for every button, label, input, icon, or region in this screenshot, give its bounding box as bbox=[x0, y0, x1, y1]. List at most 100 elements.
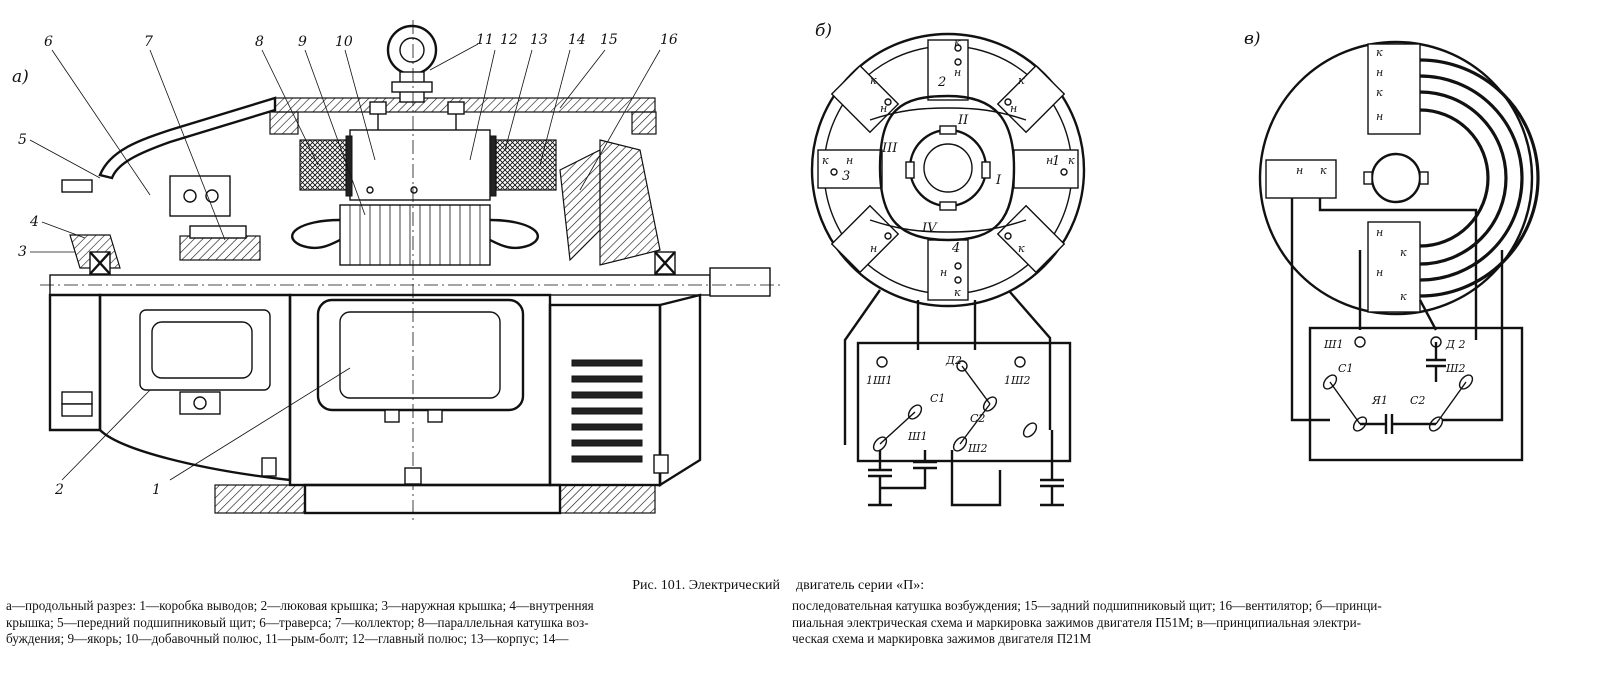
svg-text:н: н bbox=[1046, 154, 1053, 167]
svg-text:к: к bbox=[954, 36, 961, 49]
svg-text:С2: С2 bbox=[1410, 394, 1425, 407]
terminal-box-bolt-2 bbox=[427, 409, 443, 423]
main-pole bbox=[349, 129, 491, 201]
svg-text:IV: IV bbox=[921, 221, 938, 236]
svg-text:к: к bbox=[1018, 74, 1025, 87]
v-capacitor-ya1 bbox=[1360, 414, 1436, 434]
terminal-box-inner bbox=[339, 311, 501, 399]
svg-text:н: н bbox=[870, 242, 877, 255]
svg-text:III: III bbox=[881, 141, 898, 156]
v-frame bbox=[1258, 40, 1534, 316]
winding-end-right bbox=[489, 218, 539, 250]
svg-text:к: к bbox=[1400, 290, 1407, 303]
svg-text:к: к bbox=[954, 286, 961, 299]
callout-15: 15 bbox=[600, 32, 618, 48]
v-lead-4 bbox=[1418, 299, 1438, 331]
armature-laminations bbox=[349, 205, 481, 265]
v-capacitor-d2 bbox=[1426, 342, 1446, 382]
svg-text:Д2: Д2 bbox=[945, 354, 962, 367]
pole-shoe-left bbox=[345, 135, 353, 197]
b-pole-numbers: 1 2 3 4 bbox=[842, 75, 1060, 256]
rear-end-cover bbox=[658, 293, 702, 488]
caption-left-line-1: а—продольный разрез: 1—коробка выводов; … bbox=[6, 598, 594, 613]
caption-right-line-1: последовательная катушка возбуждения; 15… bbox=[792, 598, 1382, 613]
svg-text:2: 2 bbox=[937, 75, 946, 90]
eye-bolt-nut bbox=[391, 81, 433, 93]
traverse bbox=[169, 175, 231, 217]
svg-text:4: 4 bbox=[951, 241, 960, 256]
fan bbox=[559, 149, 601, 262]
b-coil-terminals bbox=[830, 44, 1068, 284]
b-terminal-box bbox=[856, 341, 1072, 463]
svg-text:н: н bbox=[954, 66, 961, 79]
v-lead-2 bbox=[1318, 198, 1478, 340]
svg-text:1Ш2: 1Ш2 bbox=[1004, 374, 1031, 387]
b-lead-1 bbox=[843, 289, 881, 445]
b-interconnect-ring bbox=[878, 94, 1016, 242]
foot-right bbox=[559, 484, 656, 514]
base-plate bbox=[303, 483, 562, 515]
housing-top bbox=[274, 97, 656, 113]
motor-figure: а) bbox=[12, 20, 1540, 520]
bearing-front-cross bbox=[89, 251, 111, 275]
b-rotor-key-bottom bbox=[939, 201, 957, 211]
v-rotor-key-right bbox=[1419, 171, 1429, 185]
callout-1: 1 bbox=[152, 482, 161, 498]
rear-bearing-shield bbox=[599, 139, 661, 266]
hatch-cover bbox=[98, 293, 292, 482]
v-lead-5 bbox=[1440, 250, 1504, 422]
terminal-box bbox=[316, 298, 525, 412]
v-pole-left bbox=[1265, 159, 1337, 199]
hatch-cover-handle bbox=[179, 391, 221, 415]
traverse-bolt-1 bbox=[183, 189, 197, 203]
panel-a-section: а) bbox=[12, 20, 780, 520]
housing-left-flange bbox=[269, 111, 299, 135]
svg-text:н: н bbox=[1376, 226, 1383, 239]
b-ground-wire bbox=[950, 450, 1002, 507]
v-terminal-labels: Ш1 Д 2 С1 Ш2 Я1 С2 bbox=[1323, 338, 1466, 407]
terminal-box-bolt-1 bbox=[384, 409, 400, 423]
b-interconnect-arc-3 bbox=[869, 219, 949, 233]
foot-left bbox=[214, 484, 306, 514]
b-terminal-labels: 1Ш1 1Ш2 Д2 С1 С2 Ш1 Ш2 bbox=[866, 354, 1031, 455]
svg-text:С2: С2 bbox=[970, 412, 985, 425]
svg-text:1: 1 bbox=[1052, 154, 1060, 169]
b-capacitor-3 bbox=[1040, 430, 1064, 507]
callouts-a: 1 2 3 4 5 6 7 8 9 10 11 12 13 14 15 16 bbox=[18, 32, 678, 498]
armature bbox=[339, 204, 491, 266]
svg-text:I: I bbox=[995, 173, 1002, 188]
callout-2: 2 bbox=[54, 482, 64, 498]
svg-text:н: н bbox=[1296, 164, 1303, 177]
caption-title-part1: Рис. 101. Электрический bbox=[632, 578, 780, 593]
housing-bolts bbox=[61, 179, 669, 477]
commutator-brush bbox=[189, 225, 247, 239]
v-pole-top bbox=[1367, 43, 1421, 135]
housing-right-flange bbox=[631, 111, 657, 135]
caption-title-part2: двигатель серии «П»: bbox=[796, 578, 925, 593]
v-coil-marks: к н к н н к н к н к bbox=[1296, 46, 1407, 303]
caption-right-line-2: пиальная электрическая схема и маркировк… bbox=[792, 614, 1362, 630]
svg-text:Ш2: Ш2 bbox=[1445, 362, 1466, 375]
b-terminal-links bbox=[879, 365, 991, 445]
top-bolt-right bbox=[447, 101, 465, 115]
b-interconnect-arc-4 bbox=[947, 219, 1027, 233]
svg-text:н: н bbox=[1010, 102, 1017, 115]
commutator bbox=[179, 235, 261, 261]
pole-shoe-right bbox=[489, 135, 497, 197]
svg-text:1Ш1: 1Ш1 bbox=[866, 374, 893, 387]
b-interconnect-arc-1 bbox=[869, 107, 949, 121]
panel-b-schematic: б) bbox=[810, 21, 1086, 507]
b-rotor-key-top bbox=[939, 125, 957, 135]
eye-bolt-hole bbox=[399, 37, 425, 63]
svg-text:Ш1: Ш1 bbox=[1323, 338, 1344, 351]
svg-text:н: н bbox=[1376, 66, 1383, 79]
pole-rivet-1 bbox=[366, 186, 374, 194]
b-rotor-key-left bbox=[905, 161, 915, 179]
b-frame-outer bbox=[810, 32, 1086, 308]
svg-text:II: II bbox=[957, 113, 969, 128]
panel-label-b: б) bbox=[815, 21, 832, 41]
svg-text:Д 2: Д 2 bbox=[1445, 338, 1465, 351]
svg-text:к: к bbox=[1400, 246, 1407, 259]
b-rotor-hub bbox=[923, 143, 973, 193]
caption-left-column: а—продольный разрез: 1—коробка выводов; … bbox=[6, 598, 782, 648]
